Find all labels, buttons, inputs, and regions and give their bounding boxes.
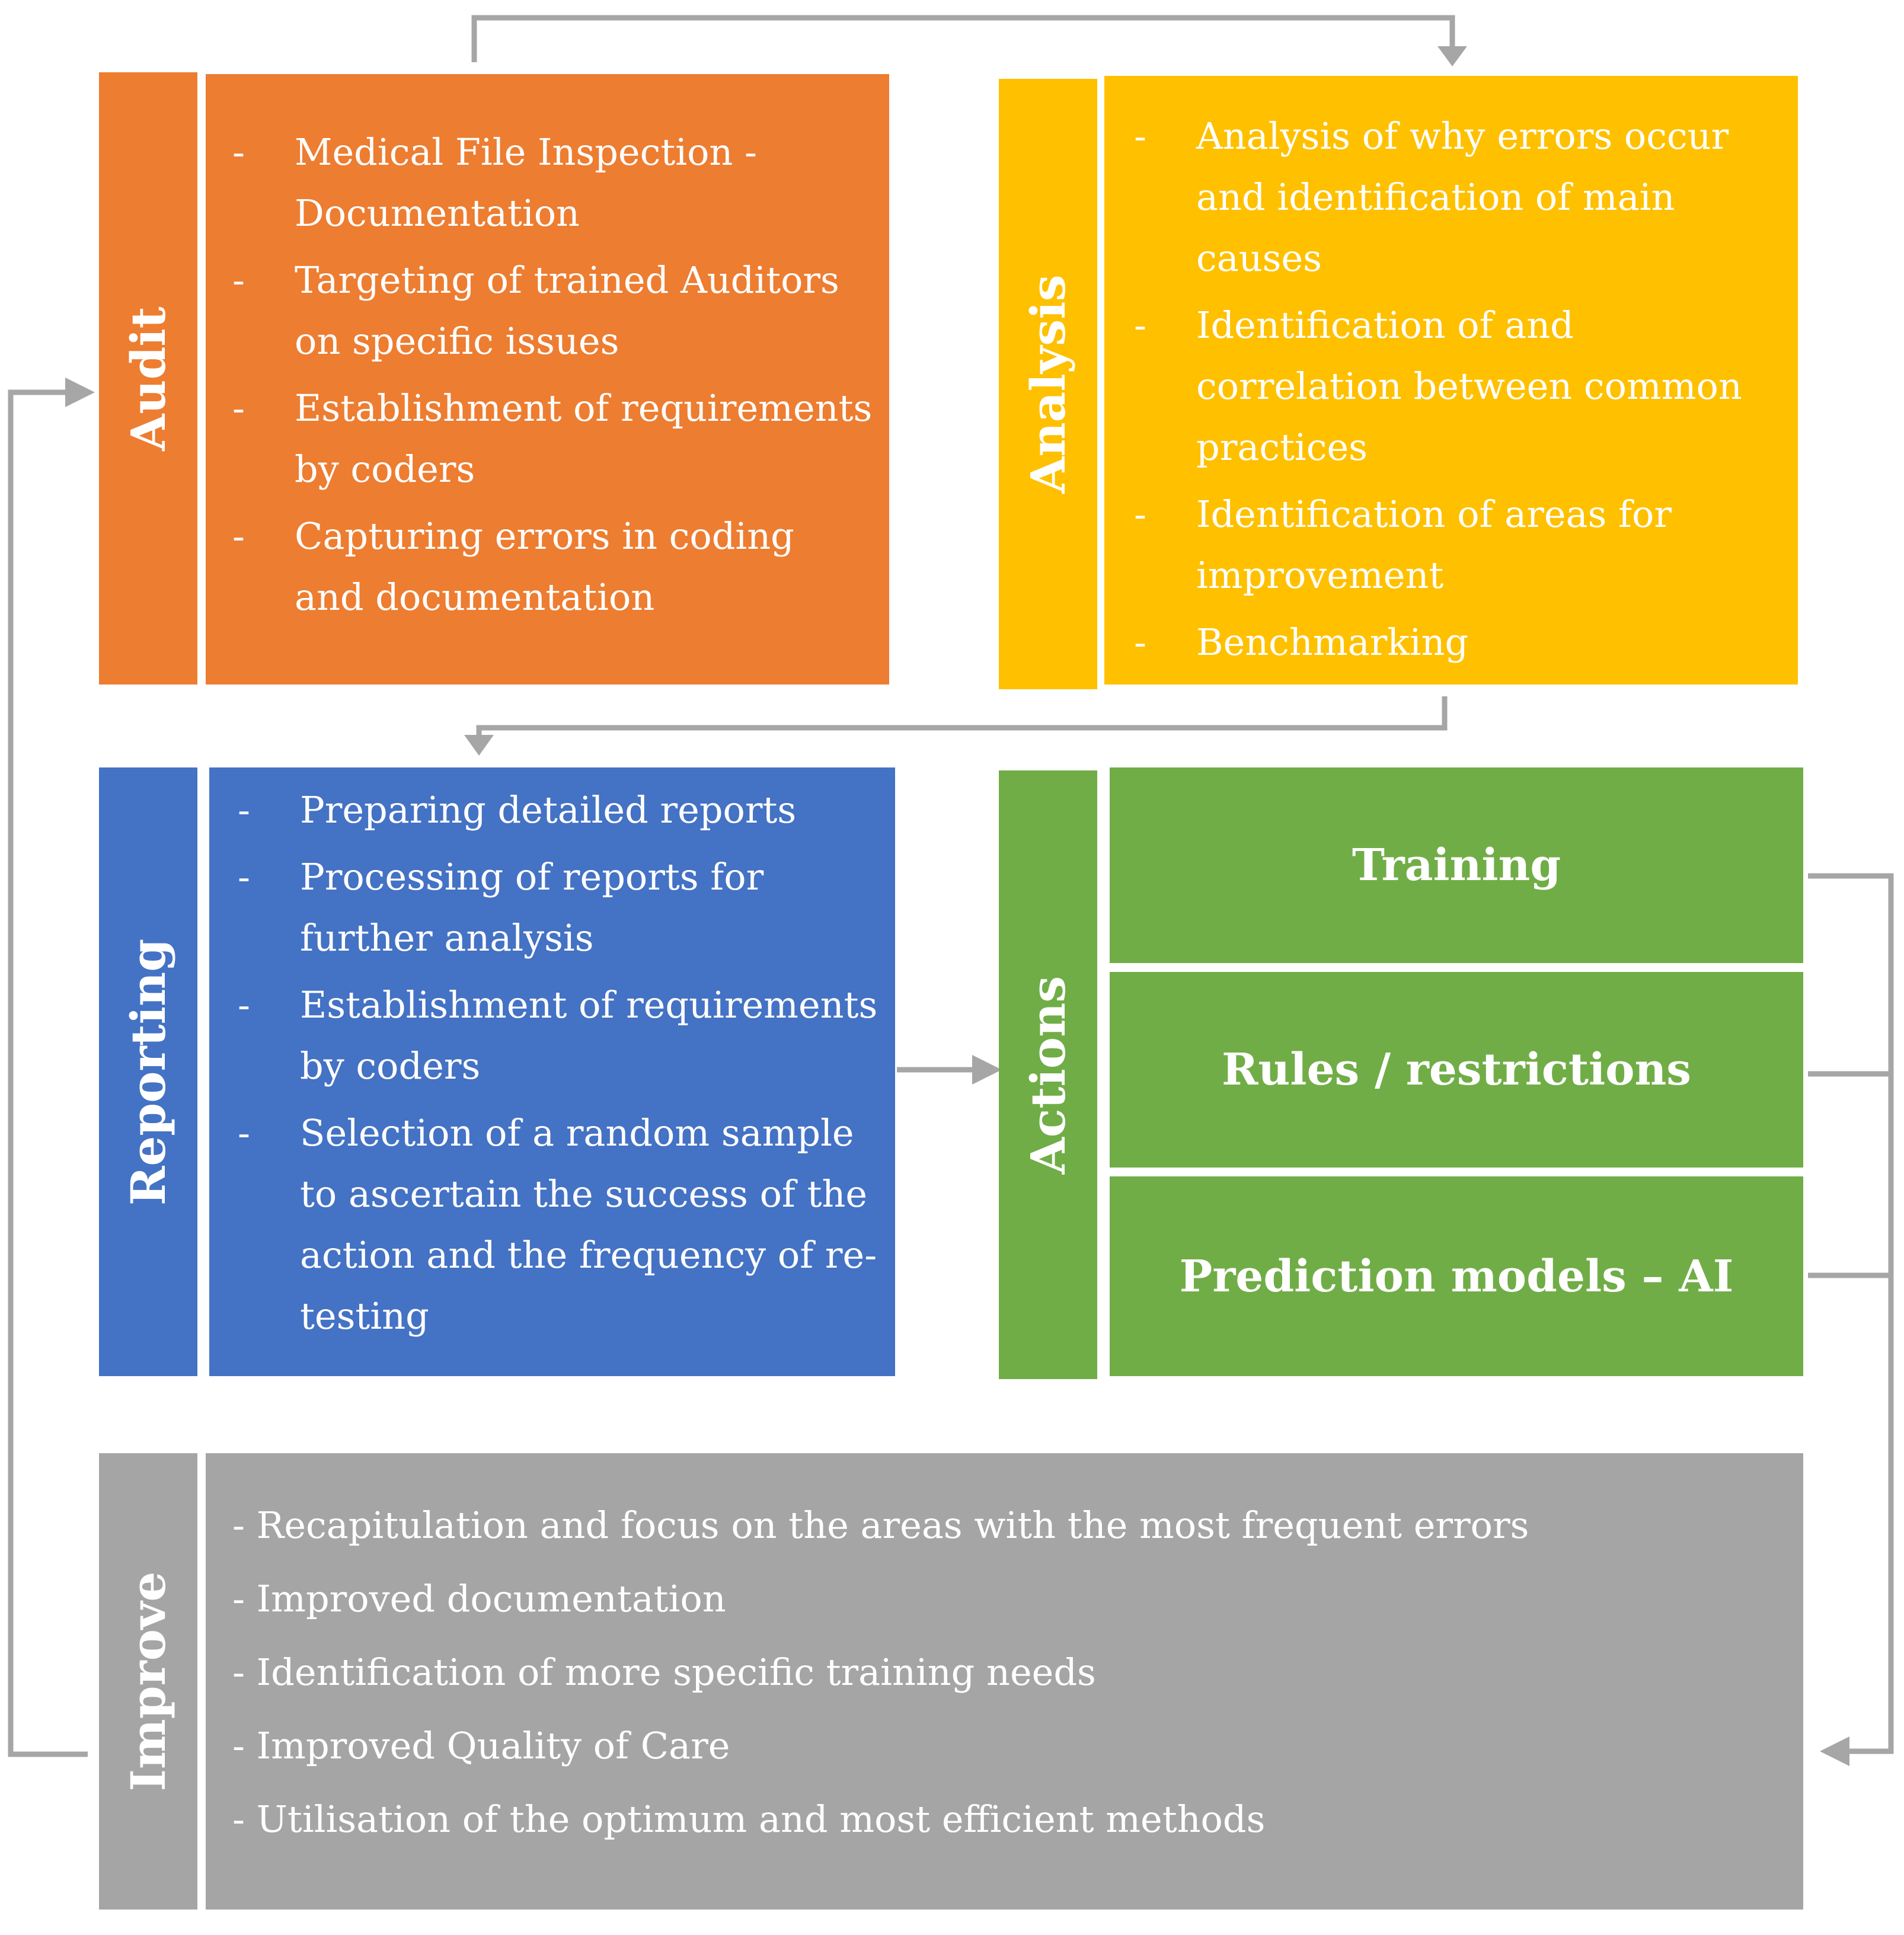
action-training: Training (1110, 767, 1803, 963)
bullet-dash: - (1134, 492, 1146, 536)
list-item: - Benchmarking (1134, 612, 1786, 673)
list-item: - Selection of a random sample to ascerta… (238, 1102, 884, 1346)
bullet-dash: - (232, 130, 245, 174)
bullet-dash: - (1134, 114, 1146, 158)
improve-label: Improve (120, 1571, 176, 1792)
action-rules: Rules / restrictions (1110, 972, 1803, 1168)
list-item-text: Establishment of requirements by coders (295, 386, 873, 491)
arrowhead-actions-to-improve (1820, 1736, 1849, 1766)
list-item-text: Preparing detailed reports (300, 788, 797, 831)
analysis-content: - Analysis of why errors occur and identi… (1134, 105, 1786, 679)
action-prediction-models: Prediction models – AI (1110, 1176, 1803, 1376)
list-item-text: Benchmarking (1196, 621, 1469, 664)
list-item: - Targeting of trained Auditors on specif… (232, 250, 873, 372)
action-training-label: Training (1352, 840, 1561, 891)
list-item-text: Medical File Inspection - Documentation (295, 130, 757, 235)
improve-label-bar: Improve (99, 1453, 197, 1910)
list-item: - Establishment of requirements by coders (232, 378, 873, 500)
list-item: - Identification of areas for improvement (1134, 484, 1786, 606)
list-item: - Medical File Inspection - Documentation (232, 121, 873, 244)
list-item-text: Identification of and correlation betwee… (1196, 303, 1742, 469)
arrow-improve-to-audit (8, 389, 88, 1757)
audit-box: - Medical File Inspection - Documentation… (206, 74, 889, 685)
analysis-item-list: - Analysis of why errors occur and identi… (1134, 105, 1786, 673)
list-item: - Capturing errors in coding and document… (232, 506, 873, 628)
list-item-text: Processing of reports for further analys… (300, 855, 764, 959)
list-item-text: Capturing errors in coding and documenta… (295, 514, 794, 619)
list-item: - Processing of reports for further analy… (238, 846, 884, 968)
improve-box: - Recapitulation and focus on the areas … (206, 1453, 1803, 1910)
reporting-content: - Preparing detailed reports - Processing o… (238, 779, 884, 1352)
audit-label: Audit (120, 306, 176, 451)
bullet-dash: - (238, 855, 250, 898)
arrowhead-improve-to-audit (65, 378, 95, 407)
arrowhead-audit-to-analysis (1437, 46, 1467, 66)
improve-item: - Improved Quality of Care (232, 1724, 730, 1767)
list-item: - Analysis of why errors occur and identi… (1134, 105, 1786, 289)
bullet-dash: - (238, 788, 250, 831)
list-item-text: Establishment of requirements by coders (300, 983, 878, 1088)
bullet-dash: - (232, 386, 245, 430)
improve-item-list: - Recapitulation and focus on the areas … (232, 1489, 1774, 1856)
arrow-audit-to-analysis (471, 15, 1455, 62)
improve-item: - Utilisation of the optimum and most ef… (232, 1798, 1266, 1841)
audit-item-list: - Medical File Inspection - Documentation… (232, 121, 873, 628)
action-rules-label: Rules / restrictions (1222, 1044, 1691, 1095)
list-item-text: Analysis of why errors occur and identif… (1196, 114, 1729, 280)
reporting-label: Reporting (120, 938, 176, 1205)
list-item: - Establishment of requirements by coders (238, 974, 884, 1096)
list-item: - Identification of and correlation betwe… (1134, 295, 1786, 478)
audit-content: - Medical File Inspection - Documentation… (232, 121, 873, 634)
analysis-box: - Analysis of why errors occur and identi… (1104, 76, 1798, 685)
bullet-dash: - (232, 514, 245, 558)
improve-item: - Improved documentation (232, 1577, 726, 1620)
bullet-dash: - (238, 1111, 250, 1154)
audit-label-bar: Audit (99, 72, 197, 685)
actions-label: Actions (1020, 976, 1076, 1174)
arrowhead-analysis-to-reporting (464, 735, 494, 756)
action-prediction-label: Prediction models – AI (1179, 1250, 1734, 1302)
improve-item: - Identification of more specific traini… (232, 1651, 1096, 1694)
reporting-item-list: - Preparing detailed reports - Processing o… (238, 779, 884, 1346)
arrow-training-line (1808, 873, 1894, 1754)
improve-item: - Recapitulation and focus on the areas … (232, 1504, 1529, 1547)
arrowhead-reporting-to-actions (972, 1055, 1002, 1085)
list-item-text: Selection of a random sample to ascertai… (300, 1111, 877, 1338)
bullet-dash: - (1134, 621, 1146, 664)
list-item-text: Targeting of trained Auditors on specifi… (295, 258, 839, 363)
analysis-label: Analysis (1020, 274, 1076, 494)
improve-content: - Recapitulation and focus on the areas … (232, 1489, 1774, 1856)
actions-label-bar: Actions (999, 770, 1097, 1379)
bullet-dash: - (238, 983, 250, 1026)
bullet-dash: - (232, 258, 245, 302)
arrow-analysis-to-reporting (476, 696, 1448, 748)
bullet-dash: - (1134, 303, 1146, 347)
list-item: - Preparing detailed reports (238, 779, 884, 840)
reporting-label-bar: Reporting (99, 767, 197, 1376)
list-item-text: Identification of areas for improvement (1196, 492, 1672, 597)
reporting-box: - Preparing detailed reports - Processing o… (209, 767, 895, 1376)
analysis-label-bar: Analysis (999, 79, 1097, 689)
